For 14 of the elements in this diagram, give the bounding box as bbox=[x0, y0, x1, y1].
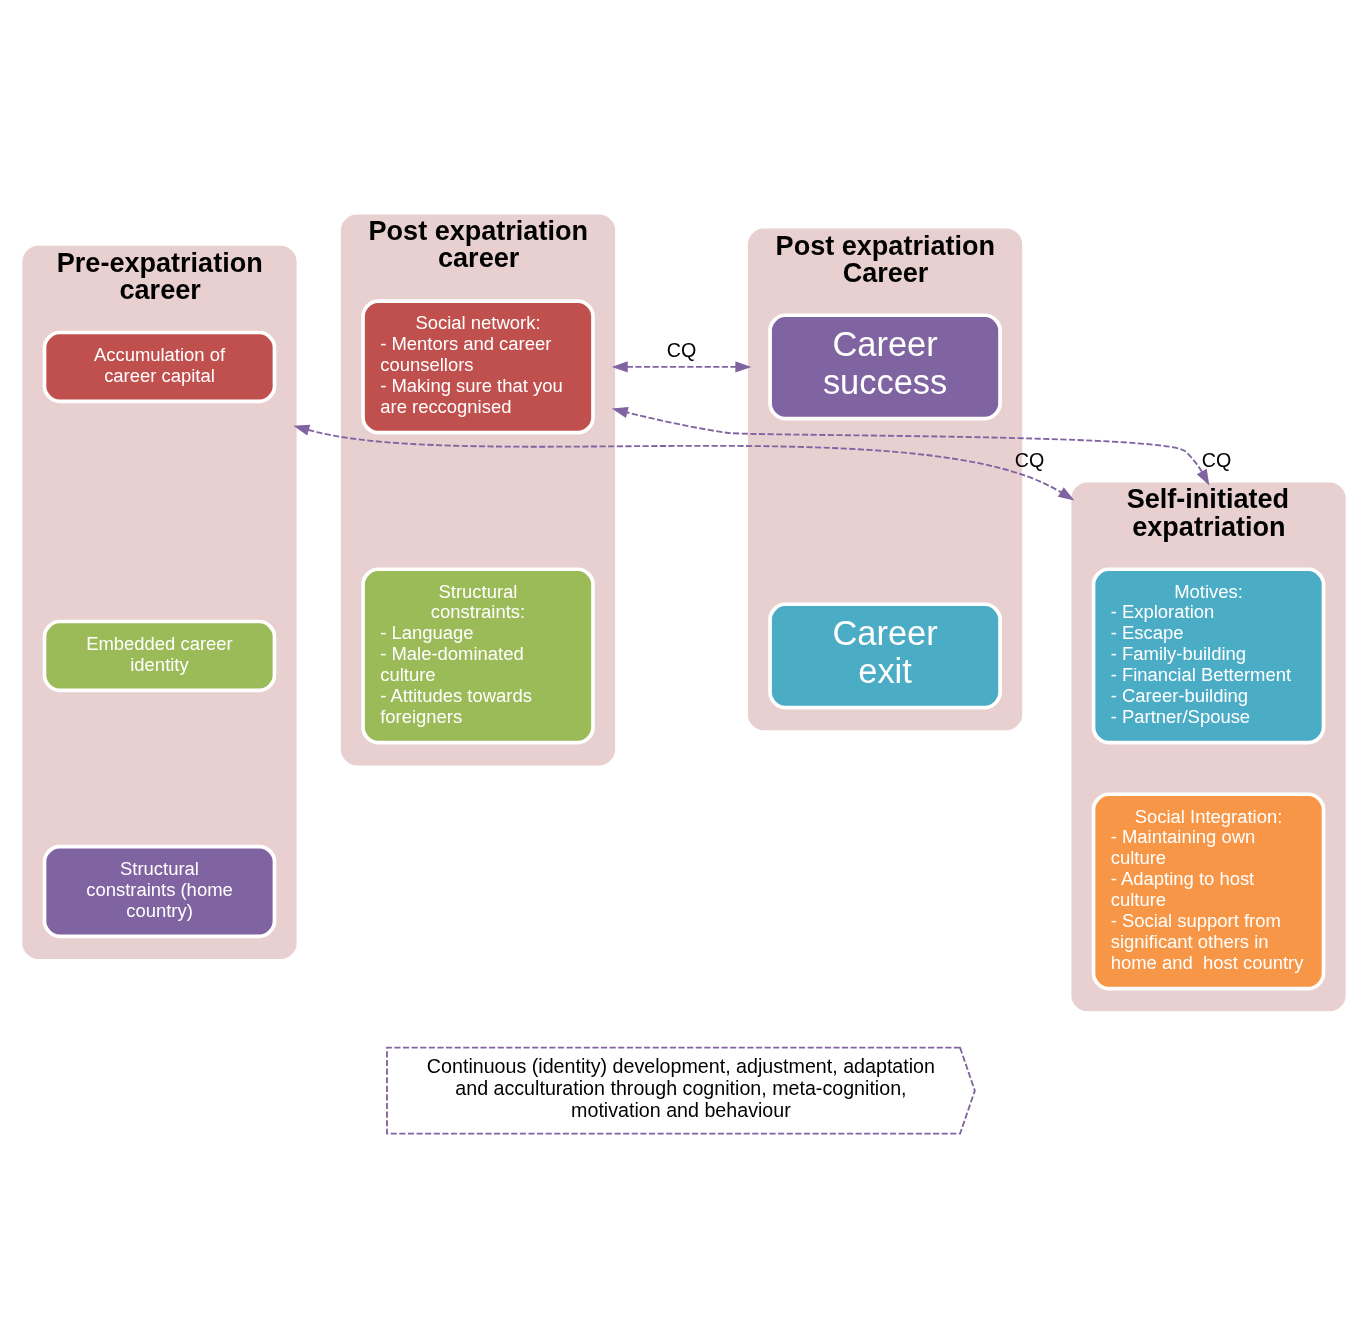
node-box: Structural constraints (home country) bbox=[42, 844, 277, 938]
node-box: Social Integration: - Maintaining own culture - Adapting to host culture - Social support from significant others in home and host country bbox=[1091, 791, 1326, 990]
node-box: Accumulation of career capital bbox=[42, 330, 277, 403]
arrow bbox=[293, 424, 1075, 501]
node-box: Motives: - Exploration - Escape - Family-building - Financial Betterment - Career-building - Partner/Spouse bbox=[1091, 566, 1326, 744]
node-box: Social network: - Mentors and career counsellors - Making sure that you are reccognised bbox=[361, 298, 595, 435]
arrow bbox=[611, 406, 1210, 486]
edge-label: CQ bbox=[1201, 448, 1232, 471]
edge-label: CQ bbox=[666, 338, 697, 361]
node-box: Career exit bbox=[768, 601, 1002, 709]
node-box: Embedded career identity bbox=[42, 619, 277, 692]
arrow bbox=[611, 360, 752, 373]
node-box: Career success bbox=[768, 312, 1002, 420]
node-box: Structural constraints: - Language - Male-dominated culture - Attitudes towards foreigners bbox=[361, 566, 595, 744]
